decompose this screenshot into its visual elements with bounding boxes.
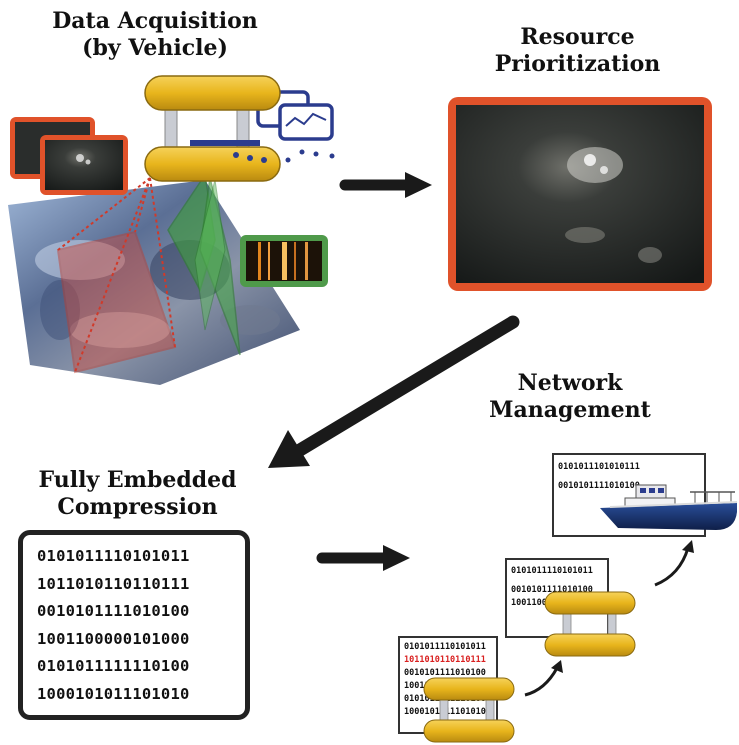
card-bit-line-highlighted: 1011010110110111 bbox=[404, 655, 486, 665]
card-bit-line: 0101011101010111 bbox=[558, 462, 640, 472]
sonar-beams bbox=[167, 172, 241, 356]
bitstream-line: 0101011110101011 bbox=[37, 547, 190, 565]
vehicle-data-card: 0101011110101011 1011010110110111 001010… bbox=[398, 636, 498, 734]
card-bit-line: 0010101111010100 bbox=[511, 585, 593, 595]
bitstream-line: 1011010110110111 bbox=[37, 574, 190, 593]
card-bit-line: 1001100000101000 bbox=[511, 598, 593, 608]
prioritized-image bbox=[448, 97, 712, 291]
title-data-acquisition-line2: (by Vehicle) bbox=[82, 35, 228, 61]
relay-data-card: 0101011110101011 0010101111010100 100110… bbox=[505, 558, 609, 638]
compression-bitstream-box: 0101011110101011 1011010110110111 001010… bbox=[18, 530, 250, 720]
title-data-acquisition: Data Acquisition (by Vehicle) bbox=[20, 8, 290, 62]
flow-arrows bbox=[268, 172, 694, 697]
card-bit-line: 0010101111010100 bbox=[558, 481, 640, 491]
card-bit-line: 0010101111010100 bbox=[404, 668, 486, 678]
title-fully-embedded-compression-line1: Fully Embedded bbox=[38, 467, 237, 493]
card-bit-line: 0101011110101011 bbox=[511, 566, 593, 576]
bitstream-line: 1000101011101010 bbox=[37, 684, 190, 703]
ship-data-card: 0101011101010111 0010101111010100 bbox=[552, 453, 706, 537]
card-bit-line: 1000101011101010 bbox=[404, 707, 486, 717]
title-resource-prioritization-line2: Prioritization bbox=[494, 51, 661, 77]
card-bit-line: 1001100000101000 bbox=[404, 681, 486, 691]
card-bit-line: 0101011111110100 bbox=[404, 694, 486, 704]
photo-thumbnails bbox=[10, 117, 128, 195]
camera-footprint bbox=[56, 177, 177, 374]
bitstream-line: 1001100000101000 bbox=[37, 629, 190, 648]
title-network-management: Network Management bbox=[465, 370, 675, 424]
title-fully-embedded-compression-line2: Compression bbox=[57, 494, 218, 520]
title-resource-prioritization: Resource Prioritization bbox=[470, 24, 685, 78]
title-resource-prioritization-line1: Resource bbox=[520, 24, 635, 50]
auv-vehicle bbox=[144, 75, 281, 182]
bitstream-line: 0010101111010100 bbox=[37, 602, 190, 620]
sonar-image-thumbnail bbox=[240, 235, 328, 287]
title-data-acquisition-line1: Data Acquisition bbox=[52, 8, 258, 34]
bitstream-line: 0101011111110100 bbox=[37, 657, 190, 675]
title-network-management-line2: Management bbox=[489, 397, 651, 423]
title-network-management-line1: Network bbox=[517, 370, 623, 396]
title-fully-embedded-compression: Fully Embedded Compression bbox=[5, 467, 270, 521]
card-bit-line: 0101011110101011 bbox=[404, 642, 486, 652]
